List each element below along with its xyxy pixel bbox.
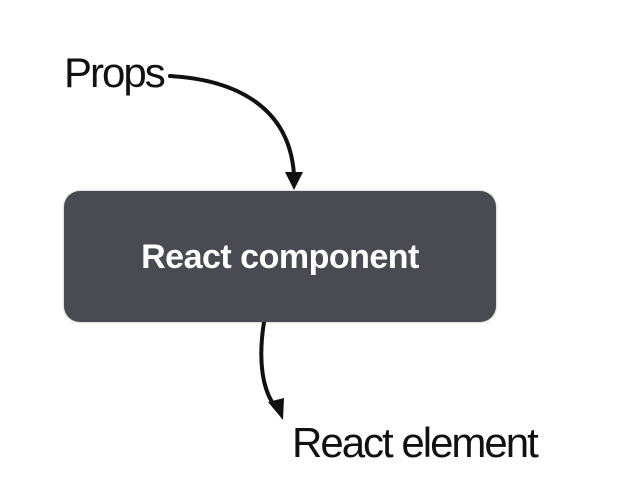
props-label: Props: [64, 49, 166, 96]
props-to-component-arrow: [168, 74, 296, 177]
element-arrowhead: [268, 398, 284, 420]
component-to-element-arrow: [259, 320, 278, 410]
react-element-label: React element: [292, 419, 539, 466]
react-component-label: React component: [141, 237, 419, 276]
props-arrowhead: [285, 172, 303, 190]
react-component-box: React component: [64, 191, 496, 322]
